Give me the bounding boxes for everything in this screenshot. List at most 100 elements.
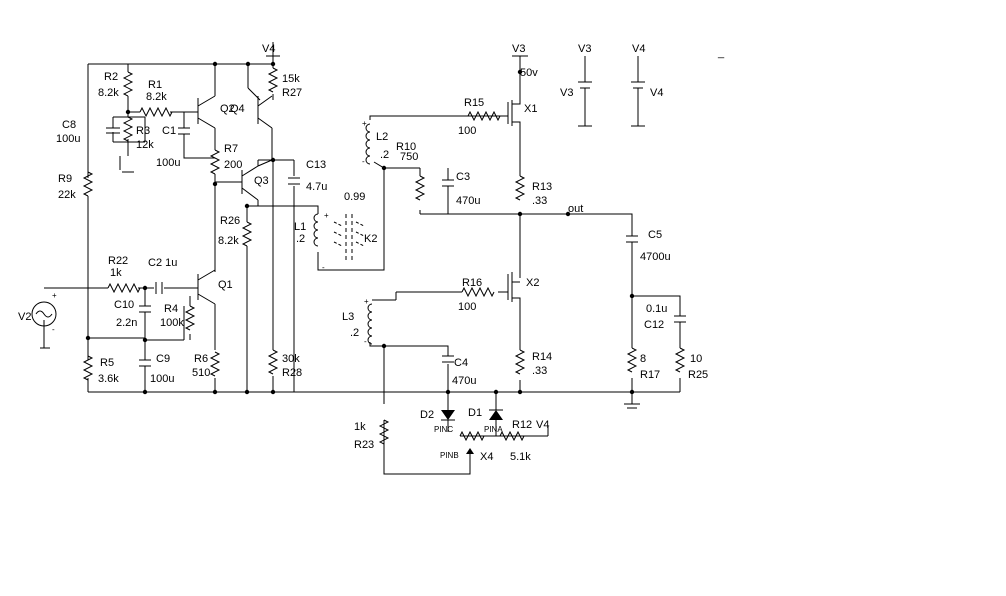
label-k-value: 0.99 (344, 191, 365, 203)
label-d1-name: D1 (468, 407, 482, 419)
label-c3-name: C3 (456, 171, 470, 183)
label-r7-value: 200 (224, 159, 242, 171)
label-r28-name: R28 (282, 367, 302, 379)
label-c10-value: 2.2n (116, 317, 137, 329)
resistor-symbols (82, 67, 686, 445)
label-c8-value: 100u (56, 133, 80, 145)
label-r10-name: R10 (396, 141, 416, 153)
label-r22-value: 1k (110, 267, 122, 279)
label-c12-name: C12 (644, 319, 664, 331)
label-v2-minus: - (52, 325, 55, 334)
label-l1-minus: - (322, 263, 325, 272)
label-c1-value: 100u (156, 157, 180, 169)
label-v4-side: V4 (650, 87, 663, 99)
label-r15-name: R15 (464, 97, 484, 109)
label-50v: 50v (520, 67, 538, 79)
ground-symbols (40, 156, 640, 409)
label-v3-top: V3 (512, 43, 525, 55)
label-v2-name: V2 (18, 311, 31, 323)
label-r1-value: 8.2k (146, 91, 167, 103)
label-l3-minus: - (364, 337, 367, 346)
label-r14-value: .33 (532, 365, 547, 377)
label-r4-value: 100k (160, 317, 184, 329)
label-c2: C2 1u (148, 257, 177, 269)
label-r6-value: 510 (192, 367, 210, 379)
label-r13-value: .33 (532, 195, 547, 207)
label-l1-plus: + (324, 211, 329, 220)
label-r3-value: 12k (136, 139, 154, 151)
label-r7-name: R7 (224, 143, 238, 155)
label-q4-name: Q4 (230, 103, 245, 115)
label-l3-value: .2 (350, 327, 359, 339)
diode-symbols (441, 409, 503, 454)
label-l2-name: L2 (376, 131, 388, 143)
label-c10-name: C10 (114, 299, 134, 311)
label-r2-name: R2 (104, 71, 118, 83)
label-r2-value: 8.2k (98, 87, 119, 99)
label-r9-name: R9 (58, 173, 72, 185)
label-v4-top: V4 (262, 43, 275, 55)
label-r22-name: R22 (108, 255, 128, 267)
label-r9-value: 22k (58, 189, 76, 201)
label-c5-value: 4700u (640, 251, 671, 263)
label-r26-name: R26 (220, 215, 240, 227)
label-l2-minus: - (362, 157, 365, 166)
label-c5-name: C5 (648, 229, 662, 241)
label-k2-name: K2 (364, 233, 377, 245)
label-r16-value: 100 (458, 301, 476, 313)
label-c9-value: 100u (150, 373, 174, 385)
label-v3-side: V3 (560, 87, 573, 99)
label-r25-value: 10 (690, 353, 702, 365)
label-r13-name: R13 (532, 181, 552, 193)
label-out: out (568, 203, 583, 215)
label-v3-rail: V3 (578, 43, 591, 55)
label-l3-name: L3 (342, 311, 354, 323)
label-r10-value: 750 (400, 151, 418, 163)
label-pina: PINA (484, 425, 503, 434)
label-c4-value: 470u (452, 375, 476, 387)
label-q3-name: Q3 (254, 175, 269, 187)
label-r16-name: R16 (462, 277, 482, 289)
label-r5-name: R5 (100, 357, 114, 369)
supply-symbols (266, 55, 645, 127)
label-c1-name: C1 (162, 125, 176, 137)
label-r12: R12 (512, 419, 532, 431)
label-r17-name: R17 (640, 369, 660, 381)
label-r23-name: R23 (354, 439, 374, 451)
label-r17-value: 8 (640, 353, 646, 365)
label-l3-plus: + (364, 297, 369, 306)
label-r3-name: R3 (136, 125, 150, 137)
capacitor-symbols (106, 127, 686, 367)
inductor-symbols (313, 123, 373, 345)
label-r5-value: 3.6k (98, 373, 119, 385)
label-x2-name: X2 (526, 277, 539, 289)
label-r14-name: R14 (532, 351, 552, 363)
label-v2-plus: + (52, 291, 57, 300)
label-x1-name: X1 (524, 103, 537, 115)
label-r25-name: R25 (688, 369, 708, 381)
label-r12-value: 5.1k (510, 451, 531, 463)
label-r1-name: R1 (148, 79, 162, 91)
label-r4-name: R4 (164, 303, 178, 315)
label-pinb: PINB (440, 451, 459, 460)
label-r27-value: 15k (282, 73, 300, 85)
label-v4-rail: V4 (632, 43, 645, 55)
label-d2-name: D2 (420, 409, 434, 421)
component-labels: V4 V3 V3 V4 V3 V4 _ R2 8.2k R1 8.2k R3 1… (18, 43, 725, 463)
label-r28-value: 30k (282, 353, 300, 365)
label-dash: _ (717, 47, 725, 59)
label-r27-name: R27 (282, 87, 302, 99)
label-c13-value: 4.7u (306, 181, 327, 193)
label-c9-name: C9 (156, 353, 170, 365)
label-v4-r12: V4 (536, 419, 549, 431)
label-c13-name: C13 (306, 159, 326, 171)
label-l1-value: .2 (296, 233, 305, 245)
label-c8-name: C8 (62, 119, 76, 131)
label-c4-name: C4 (454, 357, 468, 369)
label-l2-value: .2 (380, 149, 389, 161)
junction-dots (85, 61, 635, 395)
label-r15-value: 100 (458, 125, 476, 137)
label-q1-name: Q1 (218, 279, 233, 291)
label-l2-plus: + (362, 119, 367, 128)
